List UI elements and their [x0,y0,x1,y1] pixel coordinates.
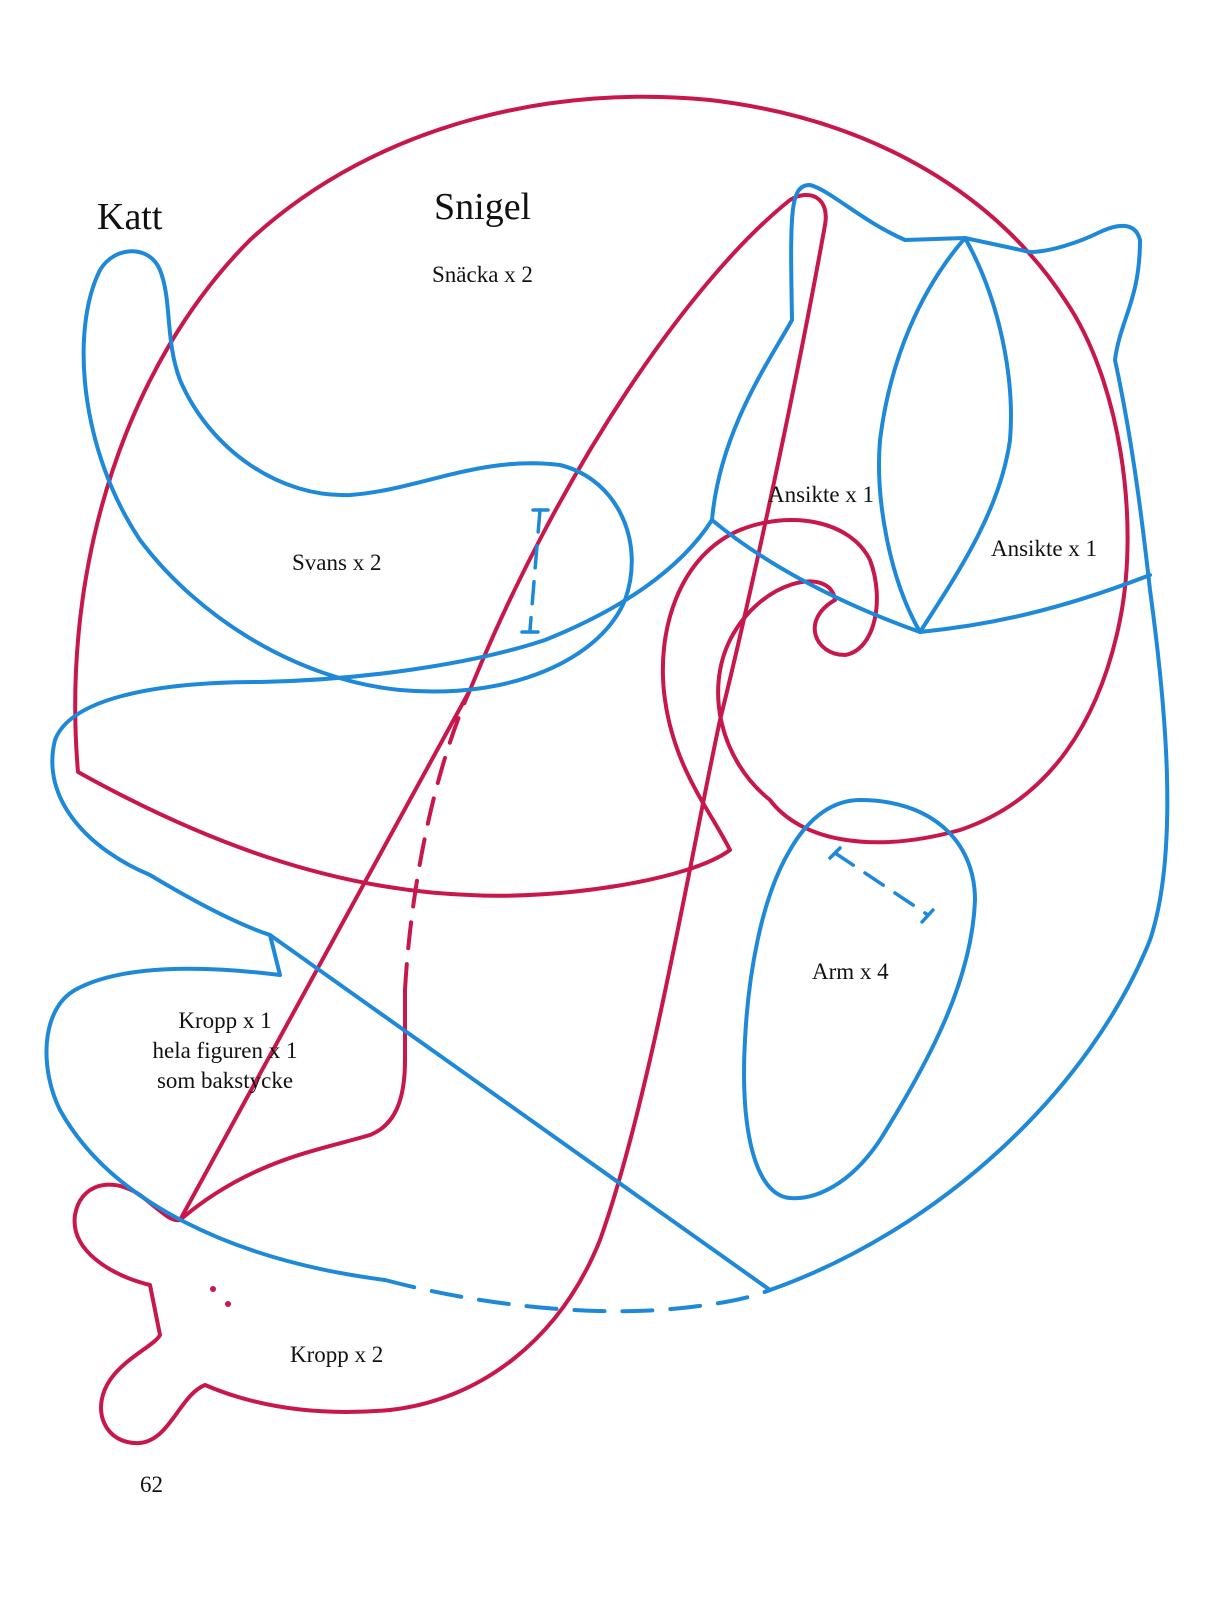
arm-label: Arm x 4 [812,959,889,984]
snail-body-outline [178,988,407,1222]
cat-body-label: Kropp x 1 hela figuren x 1 som bakstycke [130,1006,320,1096]
face-label-cat: Ansikte x 1 [991,536,1098,561]
snail-body-dash-line [403,688,472,992]
cat-body-outline [44,933,387,1282]
snail-neck-outline [72,193,828,1446]
cat-back-outline [50,183,1170,1292]
cat-heading: Katt [97,196,163,238]
tail-opening-marker [520,508,550,634]
cat-body-label-line-1: Kropp x 1 [178,1008,272,1033]
cat-body-label-line-3: som bakstycke [156,1068,294,1093]
cat-body-label-line-2: hela figuren x 1 [152,1038,298,1063]
snail-shell-outline [73,94,1130,898]
snail-eye-1 [210,1286,216,1292]
cat-face-piece-outline [877,236,1013,634]
arm-opening-marker [828,846,935,924]
snail-body-label: Kropp x 2 [290,1342,384,1367]
cat-arm-outline [742,798,977,1201]
face-label-snail: Ansikte x 1 [768,482,875,507]
page-number: 62 [140,1472,163,1497]
tail-label: Svans x 2 [292,550,382,575]
snail-heading: Snigel [434,186,532,228]
cat-tail-outline [81,249,634,694]
cat-body-dash-line [383,1278,772,1314]
snail-eye-2 [225,1301,231,1307]
shell-label: Snäcka x 2 [432,262,533,287]
